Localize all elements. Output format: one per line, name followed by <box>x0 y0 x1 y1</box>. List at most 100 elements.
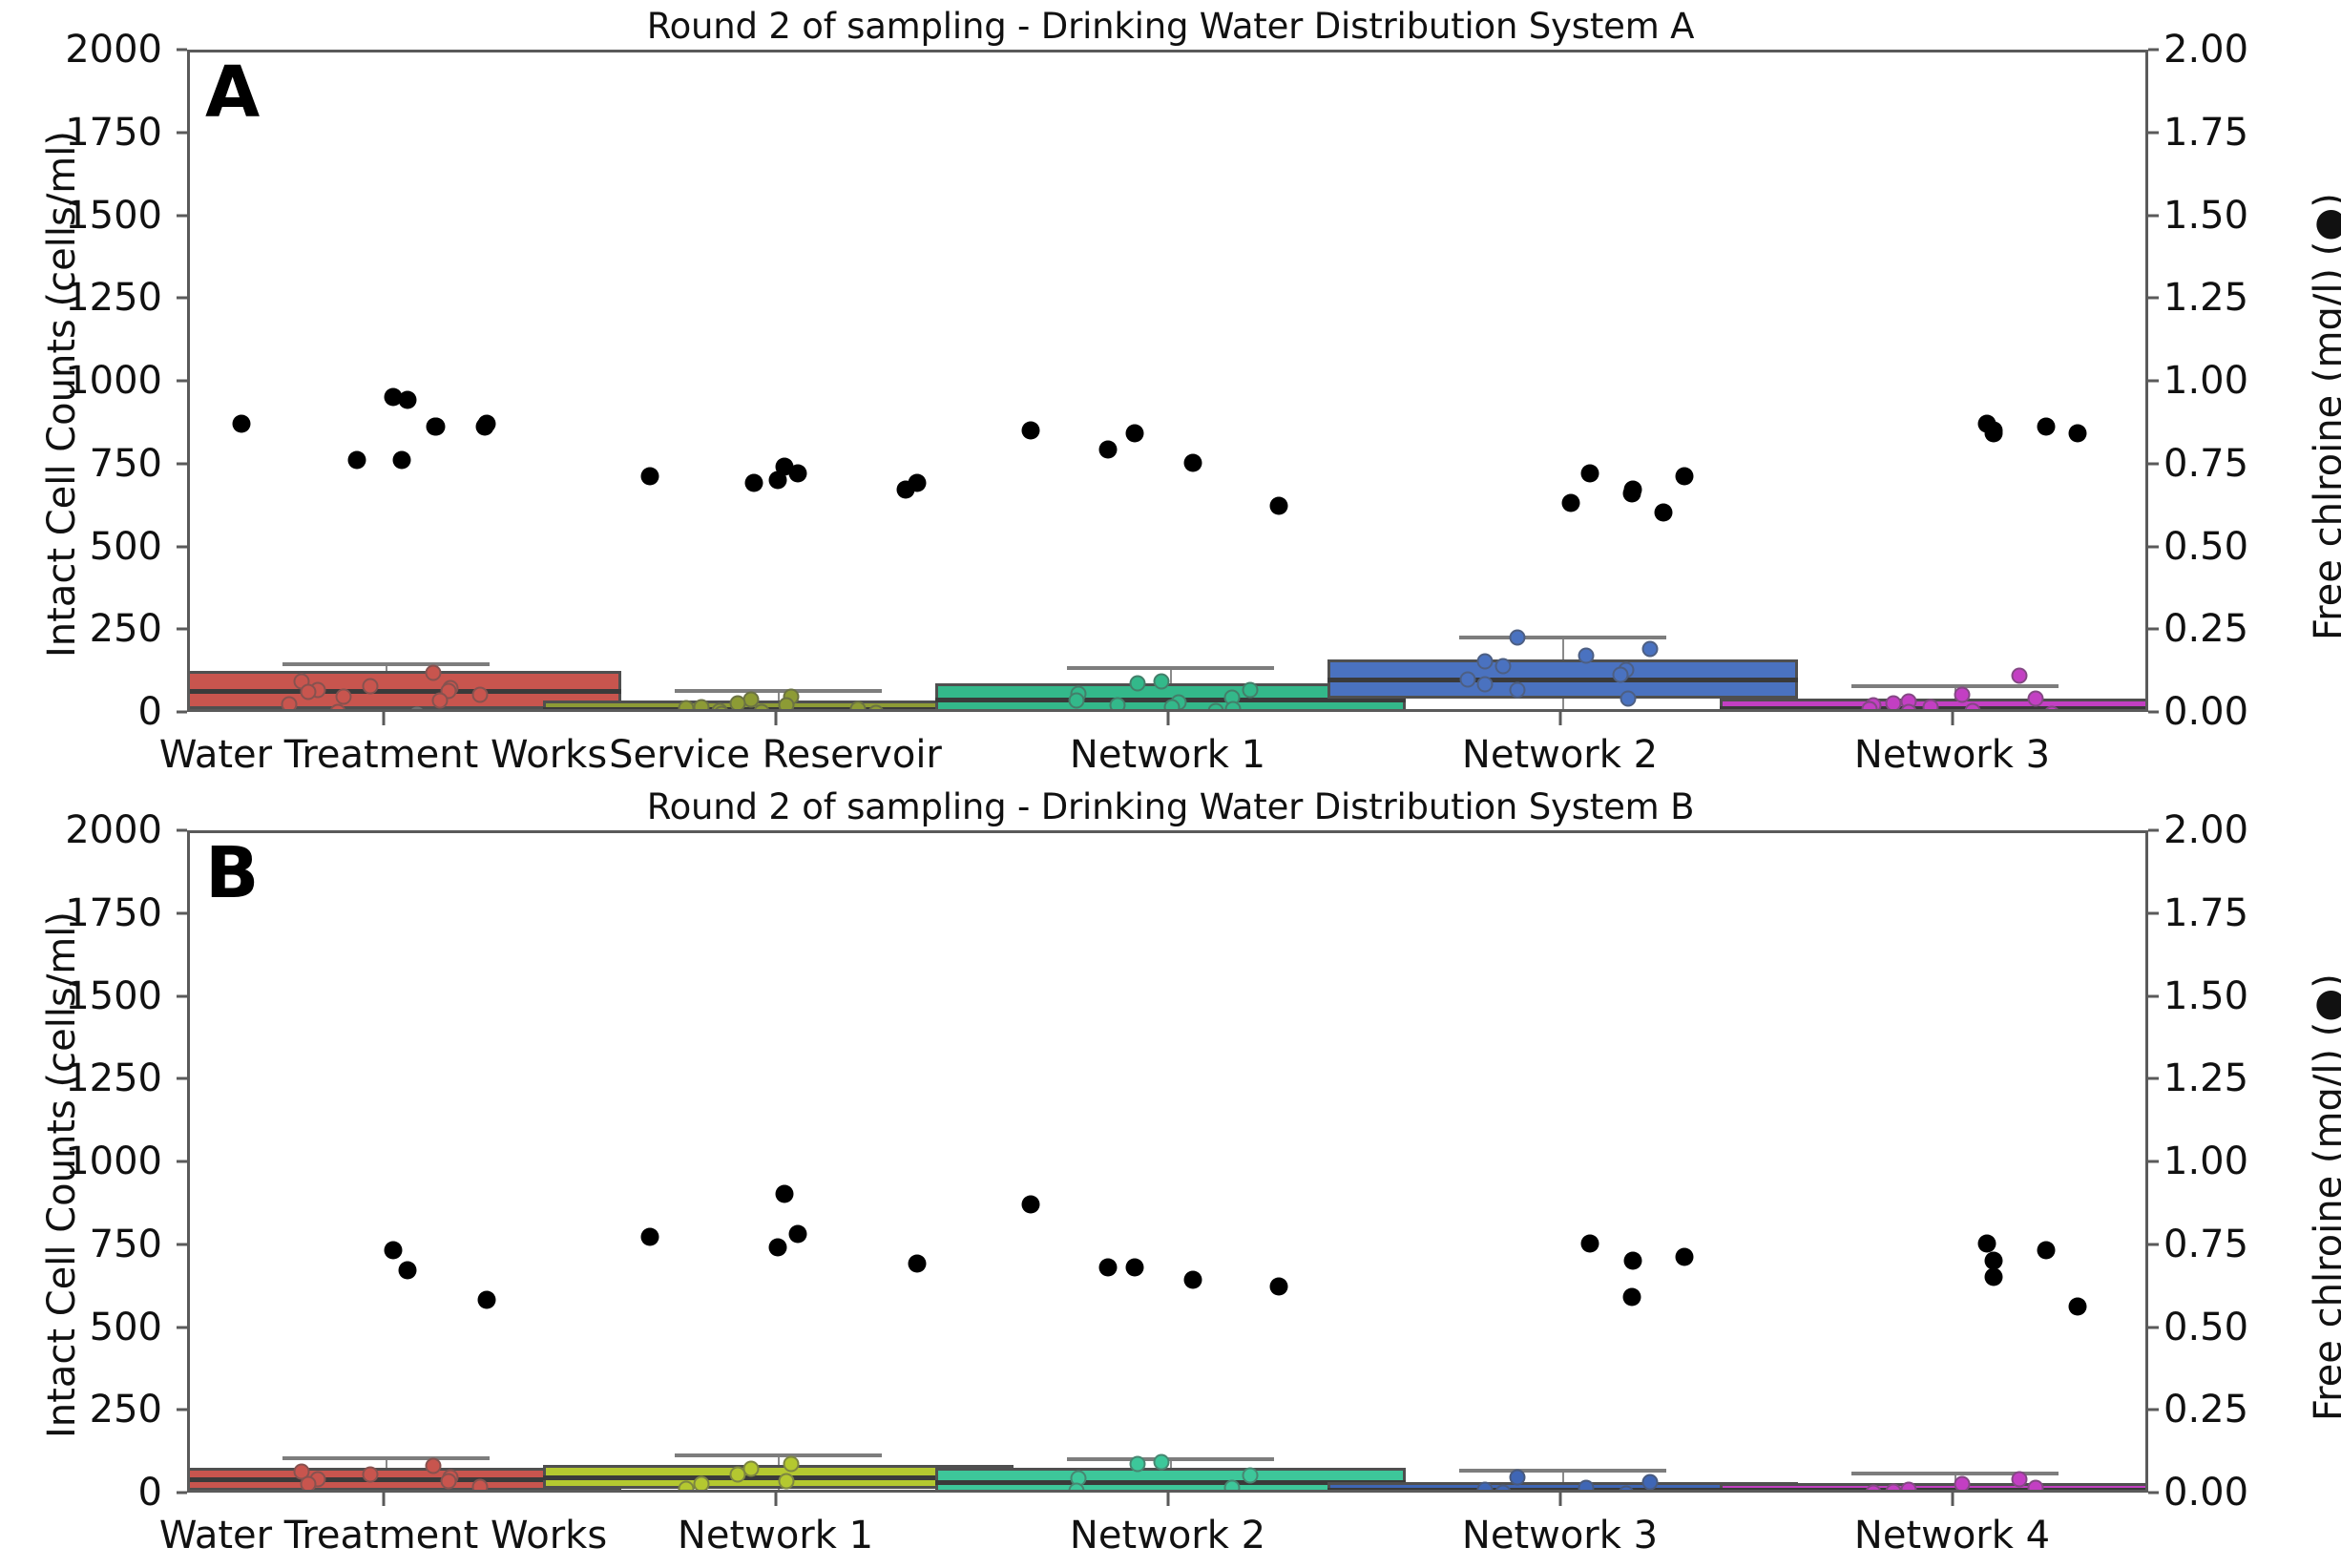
cell-count-point <box>2011 1471 2027 1488</box>
free-chlorine-point <box>1269 496 1288 515</box>
x-tick-mark <box>382 712 385 725</box>
y2-tick-mark <box>2148 379 2159 383</box>
cell-count-point <box>1620 690 1637 707</box>
y-tick-label: 0 <box>137 1471 162 1515</box>
y2-tick-mark <box>2148 214 2159 217</box>
y2-tick-label: 1.25 <box>2163 1056 2249 1101</box>
y-axis-label: Intact Cell Counts (cells/ml) <box>40 131 84 658</box>
x-tick-label-network-3: Network 3 <box>1461 1514 1659 1558</box>
y2-tick-label: 0.00 <box>2163 1471 2249 1515</box>
x-tick-mark <box>1558 712 1561 725</box>
y-tick-label: 750 <box>89 1222 162 1266</box>
cell-count-point <box>1068 1482 1085 1490</box>
free-chlorine-point <box>1675 467 1694 486</box>
y-tick-mark <box>177 1160 187 1163</box>
x-tick-label-service-reservoir: Service Reservoir <box>609 733 942 777</box>
free-chlorine-point <box>347 450 366 470</box>
free-chlorine-point <box>1984 1267 2003 1286</box>
cell-count-point <box>729 1466 746 1483</box>
cell-count-point <box>2027 1479 2044 1490</box>
cell-count-point <box>300 1475 317 1490</box>
y-tick-mark <box>177 379 187 383</box>
y-tick-mark <box>177 545 187 548</box>
cell-count-point <box>2027 690 2044 707</box>
whisker-cap <box>1066 666 1274 671</box>
cell-count-point <box>678 1480 695 1490</box>
cell-count-point <box>1641 640 1659 658</box>
y2-tick-mark <box>2148 462 2159 466</box>
y-tick-mark <box>177 48 187 52</box>
free-chlorine-point <box>384 387 403 407</box>
free-chlorine-point <box>788 1224 807 1244</box>
cell-count-point <box>849 700 867 709</box>
cell-count-point <box>471 1478 489 1490</box>
x-tick-label-network-3: Network 3 <box>1853 733 2051 777</box>
free-chlorine-point <box>1183 1270 1202 1289</box>
cell-count-point <box>1129 675 1146 692</box>
y2-tick-mark <box>2148 710 2159 714</box>
y2-tick-mark <box>2148 1326 2159 1328</box>
y-tick-label: 1000 <box>65 1139 162 1183</box>
whisker-line <box>1561 1471 1564 1490</box>
cell-count-point <box>1242 681 1259 699</box>
panel-a-title: Round 2 of sampling - Drinking Water Dis… <box>646 6 1695 47</box>
x-tick-label-network-2: Network 2 <box>1069 1514 1266 1558</box>
y-tick-mark <box>177 131 187 135</box>
y2-tick-label: 0.00 <box>2163 690 2249 734</box>
cell-count-point <box>300 683 317 700</box>
y-tick-mark <box>177 627 187 631</box>
free-chlorine-point <box>1580 1234 1599 1253</box>
free-chlorine-point <box>1984 1251 2003 1270</box>
free-chlorine-point <box>896 480 915 499</box>
median-line <box>1719 1488 2145 1490</box>
y-tick-mark <box>177 214 187 217</box>
y2-tick-mark <box>2148 545 2159 548</box>
cell-count-point <box>425 1457 442 1474</box>
y-tick-label: 0 <box>137 690 162 734</box>
y2-tick-label: 0.75 <box>2163 1222 2249 1266</box>
x-tick-label-water-treatment-works: Water Treatment Works <box>158 1514 608 1558</box>
cell-count-point <box>1509 681 1526 699</box>
y-tick-label: 1500 <box>65 973 162 1018</box>
y2-tick-label: 0.25 <box>2163 1388 2249 1432</box>
y-tick-label: 250 <box>89 1388 162 1432</box>
y-tick-label: 250 <box>89 607 162 652</box>
whisker-cap <box>1850 1472 2059 1476</box>
cell-count-point <box>1578 647 1595 664</box>
cell-count-point <box>1641 1474 1659 1490</box>
y2-tick-label: 1.00 <box>2163 359 2249 403</box>
median-line <box>1327 677 1799 682</box>
whisker-cap <box>1066 1456 1274 1461</box>
cell-count-point <box>729 695 746 709</box>
y2-tick-label: 0.50 <box>2163 1305 2249 1349</box>
cell-count-point <box>1163 699 1181 709</box>
y-tick-mark <box>177 710 187 714</box>
free-chlorine-point <box>2037 1241 2056 1260</box>
cell-count-point <box>1922 699 1939 709</box>
free-chlorine-point <box>1269 1277 1288 1296</box>
free-chlorine-point <box>398 390 417 409</box>
x-tick-label-water-treatment-works: Water Treatment Works <box>158 733 608 777</box>
panel-b-title: Round 2 of sampling - Drinking Water Dis… <box>646 786 1695 827</box>
x-tick-mark <box>774 712 777 725</box>
whisker-cap <box>1458 636 1666 640</box>
whisker-cap <box>1458 1469 1666 1474</box>
cell-count-point <box>1509 1469 1526 1486</box>
y-tick-label: 1000 <box>65 359 162 403</box>
free-chlorine-point <box>1654 503 1673 522</box>
cell-count-point <box>471 686 489 703</box>
x-tick-label-network-4: Network 4 <box>1853 1514 2051 1558</box>
cell-count-point <box>1459 671 1476 688</box>
cell-count-point <box>362 1466 379 1483</box>
whisker-cap <box>674 689 882 694</box>
cell-count-point <box>440 1473 457 1490</box>
free-chlorine-point <box>1098 440 1118 459</box>
cell-count-point <box>1242 1467 1259 1484</box>
panel-a-plot-inner <box>190 52 2145 709</box>
y-tick-label: 1750 <box>65 110 162 155</box>
y2-axis-label: Free chlroine (mg/l) (●) <box>2307 973 2341 1421</box>
y2-tick-label: 1.50 <box>2163 973 2249 1018</box>
panel-a: Round 2 of sampling - Drinking Water Dis… <box>0 0 2341 777</box>
panel-a-letter: A <box>205 52 261 134</box>
